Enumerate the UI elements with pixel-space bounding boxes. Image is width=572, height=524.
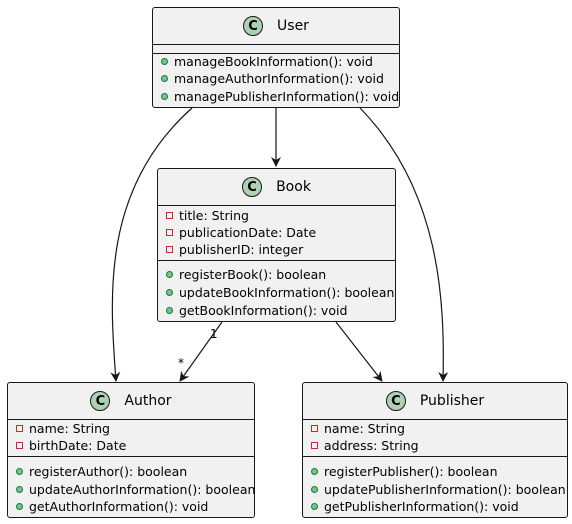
- method-text: managePublisherInformation(): void: [174, 89, 400, 104]
- attribute-row: address: String: [311, 437, 419, 454]
- public-visibility-icon: [311, 503, 318, 510]
- public-visibility-icon: [161, 58, 168, 65]
- method-row: managePublisherInformation(): void: [161, 88, 399, 105]
- public-visibility-icon: [311, 468, 318, 475]
- method-text: registerBook(): boolean: [179, 267, 327, 282]
- class-badge-icon: C: [385, 391, 406, 411]
- attribute-row: name: String: [311, 420, 405, 437]
- class-header: C Author: [8, 383, 254, 420]
- attribute-text: publicationDate: Date: [179, 225, 317, 240]
- relation-user-author: [110, 107, 193, 382]
- method-text: getPublisherInformation(): void: [324, 499, 519, 514]
- multiplicity-author-end: *: [178, 356, 184, 370]
- public-visibility-icon: [161, 93, 168, 100]
- class-badge-icon: C: [242, 177, 263, 197]
- private-visibility-icon: [166, 212, 173, 219]
- attribute-text: name: String: [324, 421, 405, 436]
- compartment-divider: [153, 53, 399, 54]
- method-row: updatePublisherInformation(): boolean: [311, 481, 566, 498]
- attribute-text: name: String: [29, 421, 110, 436]
- method-text: registerPublisher(): boolean: [324, 464, 498, 479]
- method-row: updateAuthorInformation(): boolean: [16, 481, 255, 498]
- class-author[interactable]: C Author name: String birthDate: Date re…: [7, 382, 255, 518]
- method-text: getBookInformation(): void: [179, 303, 348, 318]
- method-row: manageAuthorInformation(): void: [161, 70, 384, 87]
- public-visibility-icon: [161, 75, 168, 82]
- public-visibility-icon: [166, 289, 173, 296]
- attribute-row: publisherID: integer: [166, 241, 303, 258]
- class-user[interactable]: C User manageBookInformation(): void man…: [152, 7, 400, 108]
- attribute-row: publicationDate: Date: [166, 224, 316, 241]
- class-name: Book: [276, 179, 311, 195]
- compartment-divider: [303, 456, 567, 457]
- class-badge-icon: C: [243, 16, 264, 36]
- method-row: registerBook(): boolean: [166, 266, 326, 283]
- public-visibility-icon: [311, 486, 318, 493]
- method-row: registerAuthor(): boolean: [16, 463, 187, 480]
- method-row: getPublisherInformation(): void: [311, 498, 519, 515]
- method-text: manageAuthorInformation(): void: [174, 71, 384, 86]
- private-visibility-icon: [16, 442, 23, 449]
- attribute-text: title: String: [179, 208, 249, 223]
- method-row: registerPublisher(): boolean: [311, 463, 498, 480]
- public-visibility-icon: [16, 468, 23, 475]
- class-header: C User: [153, 8, 399, 45]
- private-visibility-icon: [166, 246, 173, 253]
- private-visibility-icon: [311, 425, 318, 432]
- class-publisher[interactable]: C Publisher name: String address: String…: [302, 382, 568, 518]
- public-visibility-icon: [16, 503, 23, 510]
- private-visibility-icon: [166, 229, 173, 236]
- compartment-divider: [8, 456, 254, 457]
- attribute-row: title: String: [166, 207, 249, 224]
- method-row: manageBookInformation(): void: [161, 53, 373, 70]
- class-badge-icon: C: [90, 391, 111, 411]
- class-name: Author: [124, 393, 172, 409]
- class-name: Publisher: [419, 393, 485, 409]
- method-text: updateAuthorInformation(): boolean: [29, 482, 256, 497]
- public-visibility-icon: [166, 307, 173, 314]
- method-text: manageBookInformation(): void: [174, 54, 373, 69]
- class-name: User: [277, 18, 309, 34]
- method-text: updateBookInformation(): boolean: [179, 285, 395, 300]
- public-visibility-icon: [166, 271, 173, 278]
- method-text: registerAuthor(): boolean: [29, 464, 188, 479]
- multiplicity-book-end: 1: [210, 327, 218, 341]
- attribute-text: publisherID: integer: [179, 242, 304, 257]
- method-text: getAuthorInformation(): void: [29, 499, 209, 514]
- method-text: updatePublisherInformation(): boolean: [324, 482, 566, 497]
- method-row: getBookInformation(): void: [166, 302, 347, 319]
- private-visibility-icon: [16, 425, 23, 432]
- class-header: C Book: [158, 169, 395, 206]
- public-visibility-icon: [16, 486, 23, 493]
- compartment-divider: [158, 260, 395, 261]
- method-row: updateBookInformation(): boolean: [166, 284, 394, 301]
- attribute-text: birthDate: Date: [29, 438, 127, 453]
- private-visibility-icon: [311, 442, 318, 449]
- attribute-row: name: String: [16, 420, 110, 437]
- relation-book-publisher: [335, 321, 383, 382]
- class-header: C Publisher: [303, 383, 567, 420]
- attribute-row: birthDate: Date: [16, 437, 126, 454]
- relation-user-publisher: [359, 107, 449, 382]
- attribute-text: address: String: [324, 438, 419, 453]
- relation-book-author: [179, 321, 223, 382]
- class-book[interactable]: C Book title: String publicationDate: Da…: [157, 168, 396, 322]
- method-row: getAuthorInformation(): void: [16, 498, 208, 515]
